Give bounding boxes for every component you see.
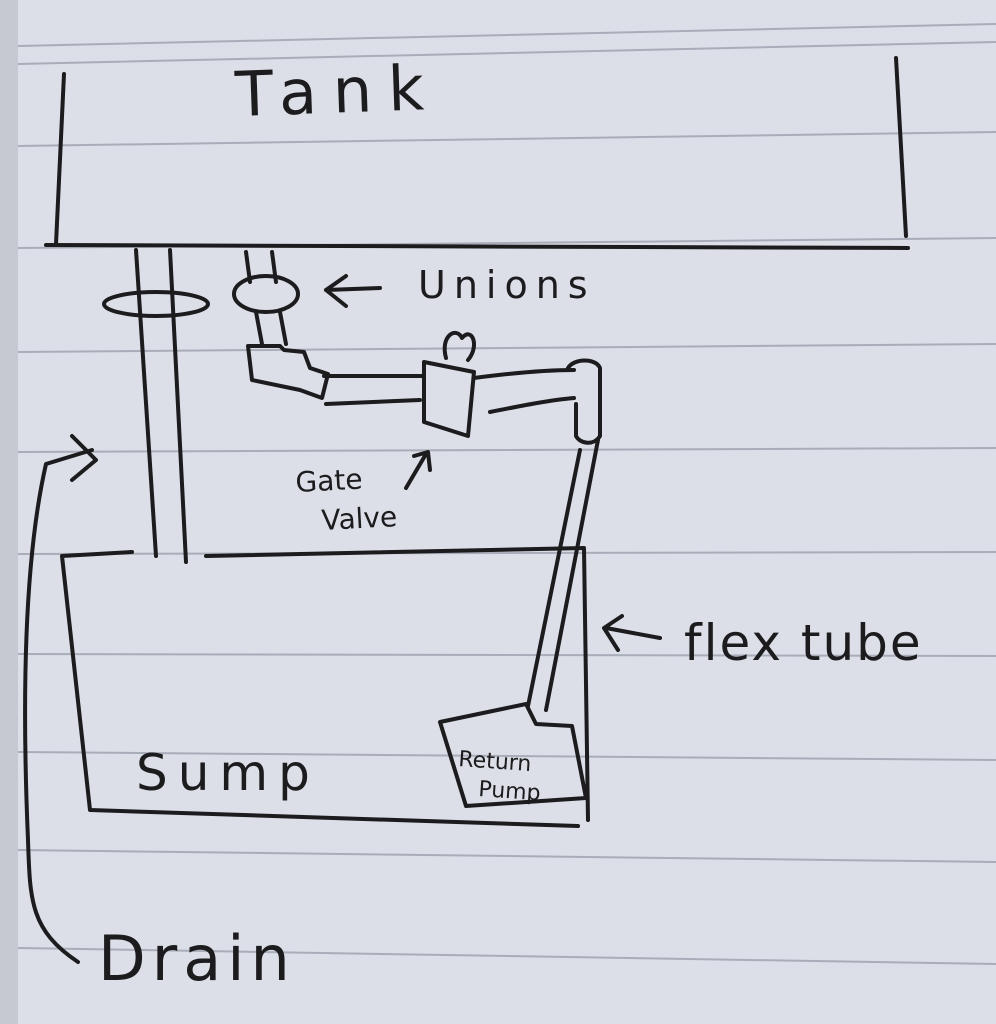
drain-pipe xyxy=(134,248,188,564)
gate-valve-label-line1: Gate xyxy=(295,463,364,499)
curved-arrow-icon xyxy=(70,434,98,482)
paper-shade-left xyxy=(0,0,18,1024)
tank-outline xyxy=(44,56,910,250)
gate-valve-arrow-icon xyxy=(404,450,432,490)
sump-label: Sump xyxy=(136,744,320,802)
ink-drawing xyxy=(23,56,910,964)
flex-tube-label: flex tube xyxy=(684,614,923,672)
gate-valve-handle xyxy=(442,330,477,362)
tee-fitting xyxy=(566,358,602,445)
drain-union xyxy=(102,290,210,318)
unions-left-arrow-icon xyxy=(324,274,382,308)
return-union xyxy=(232,274,300,314)
return-pipe-horizontal xyxy=(322,374,426,406)
gate-valve-body xyxy=(422,360,476,438)
drain-flow-line xyxy=(23,448,94,964)
flex-tube xyxy=(526,438,600,712)
return-pump-label-line2: Pump xyxy=(478,777,542,806)
unions-label: Unions xyxy=(418,263,596,307)
tank-label: Tank xyxy=(233,51,441,131)
drain-label: Drain xyxy=(98,922,296,995)
flex-tube-left-arrow-icon xyxy=(602,614,662,652)
gate-valve-label-line2: Valve xyxy=(321,500,398,537)
return-pump-label-line1: Return xyxy=(458,747,533,777)
sump-outline xyxy=(60,546,590,828)
return-pipe-to-tee xyxy=(472,368,576,414)
return-elbow xyxy=(246,310,330,400)
